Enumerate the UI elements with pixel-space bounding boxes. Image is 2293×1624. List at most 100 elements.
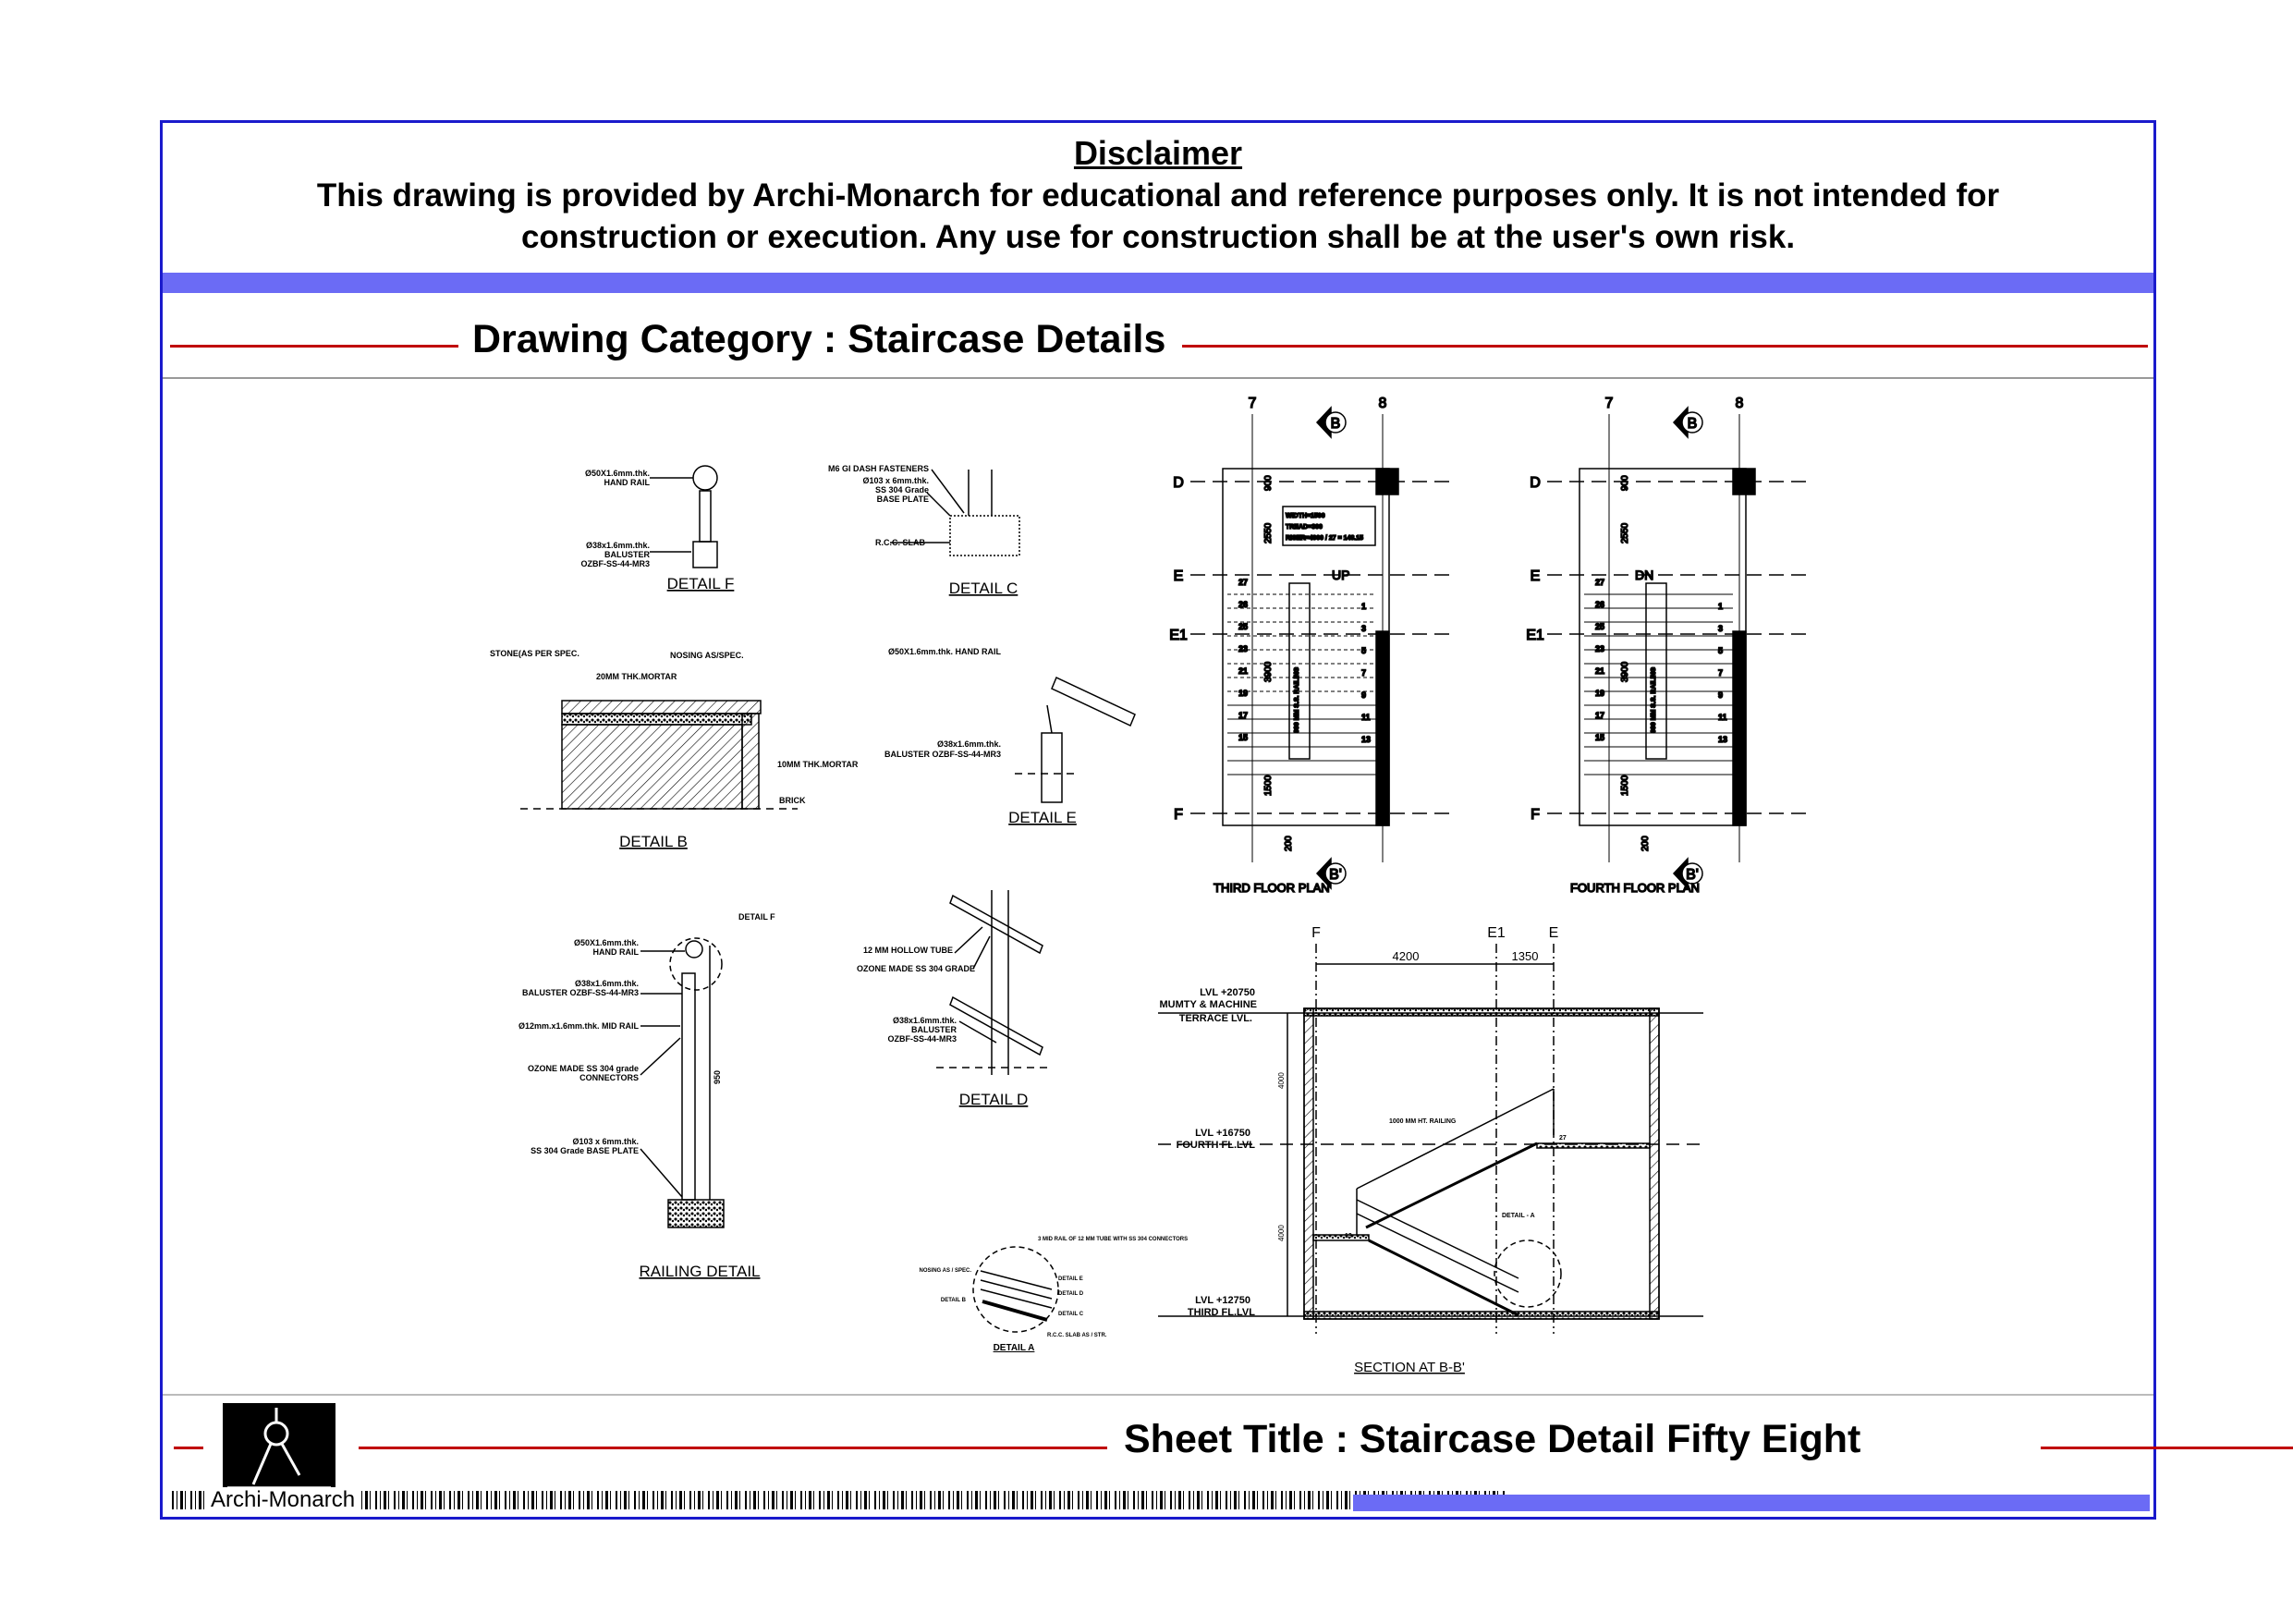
detail-c-label: M6 GI DASH FASTENERS bbox=[828, 464, 929, 473]
dimension: 2550 bbox=[1620, 522, 1630, 543]
dimension: 2550 bbox=[1263, 522, 1274, 543]
grid-col-label: 8 bbox=[1736, 396, 1744, 411]
railing-label: SS 304 Grade BASE PLATE bbox=[531, 1146, 639, 1155]
grid-row-label: D bbox=[1173, 475, 1184, 491]
step-number: 7 bbox=[1361, 668, 1366, 678]
section-dim: 1350 bbox=[1512, 949, 1539, 963]
level-value: LVL +20750 bbox=[1200, 987, 1255, 998]
detail-c-label: Ø103 x 6mm.thk. bbox=[862, 476, 929, 485]
section-marker-label: B bbox=[1331, 416, 1341, 432]
railing-label: Ø38x1.6mm.thk. bbox=[575, 979, 639, 988]
detail-c-label: SS 304 Grade bbox=[875, 485, 929, 495]
divider bbox=[163, 377, 2153, 379]
detail-d-label: BALUSTER bbox=[911, 1025, 957, 1034]
detail-b-label: NOSING AS/SPEC. bbox=[670, 651, 744, 660]
detail-c-title: DETAIL C bbox=[949, 580, 1018, 597]
dimension: 3900 bbox=[1620, 661, 1630, 682]
step-number: 23 bbox=[1238, 644, 1248, 653]
step-number: 3 bbox=[1361, 624, 1366, 633]
railing-detail-title: RAILING DETAIL bbox=[640, 1263, 761, 1280]
drawing-sheet: Disclaimer This drawing is provided by A… bbox=[160, 120, 2293, 1520]
detail-f-label: OZBF-SS-44-MR3 bbox=[580, 559, 650, 568]
section-texts: F E1 E 4200 1350 4000 4000 LVL +20750 MU… bbox=[1159, 925, 1566, 1375]
step-number: 27 bbox=[1595, 578, 1604, 587]
section-grid-label: F bbox=[1311, 925, 1321, 941]
section-grid-label: E bbox=[1549, 925, 1559, 941]
detail-a-label: DETAIL C bbox=[1058, 1312, 1084, 1317]
detail-d-label: Ø38x1.6mm.thk. bbox=[893, 1016, 957, 1025]
detail-b-label: STONE(AS PER SPEC. bbox=[490, 649, 579, 658]
detail-b-title: DETAIL B bbox=[619, 833, 688, 850]
disclaimer-block: Disclaimer This drawing is provided by A… bbox=[163, 123, 2153, 271]
detail-e-label: BALUSTER OZBF-SS-44-MR3 bbox=[884, 750, 1001, 759]
step-number: 5 bbox=[1361, 646, 1366, 655]
grid-row-label: E bbox=[1174, 568, 1184, 584]
category-row: Drawing Category : Staircase Details bbox=[163, 317, 2153, 372]
step-number: 26 bbox=[1238, 600, 1248, 609]
compass-icon bbox=[227, 1408, 331, 1488]
section-detail-ref: DETAIL - A bbox=[1502, 1213, 1535, 1219]
detail-a-label: DETAIL D bbox=[1058, 1291, 1084, 1297]
detail-f-label: Ø50X1.6mm.thk. bbox=[585, 469, 650, 478]
section-marker-label: B' bbox=[1329, 867, 1342, 883]
section-marker-icon bbox=[1324, 862, 1347, 885]
dimension: 900 bbox=[1263, 475, 1274, 491]
railing bbox=[1288, 582, 1311, 760]
detail-b-label: BRICK bbox=[779, 796, 806, 805]
railing-height-dim: 950 bbox=[713, 1070, 722, 1084]
grid-row-label: F bbox=[1531, 807, 1540, 823]
step-number: 15 bbox=[1238, 733, 1248, 742]
railing-label: Ø50X1.6mm.thk. bbox=[574, 938, 639, 947]
detail-b-drawing bbox=[520, 700, 798, 810]
category-rule-left bbox=[170, 345, 458, 348]
railing-label: 900 MM S.S. RAILING bbox=[1294, 666, 1300, 733]
step-number: 19 bbox=[1595, 689, 1604, 698]
railing-ref: DETAIL F bbox=[738, 912, 775, 922]
detail-f-drawing bbox=[650, 465, 718, 568]
section-dim: 4000 bbox=[1277, 1225, 1286, 1241]
step-number: 26 bbox=[1595, 600, 1604, 609]
header-band bbox=[163, 273, 2153, 293]
detail-a-label: R.C.C. SLAB AS / STR. bbox=[1047, 1333, 1107, 1338]
step-number: 27 bbox=[1238, 578, 1248, 587]
step-number: 9 bbox=[1718, 690, 1723, 700]
detail-c-drawing bbox=[890, 469, 1020, 556]
detail-e-drawing bbox=[1015, 676, 1136, 803]
detail-a-label: 3 MID RAIL OF 12 MM TUBE WITH SS 304 CON… bbox=[1038, 1237, 1188, 1242]
railing-label: 900 MM S.S. RAILING bbox=[1651, 666, 1657, 733]
detail-a-drawing bbox=[972, 1246, 1059, 1333]
step-number: 21 bbox=[1595, 666, 1604, 676]
footer-rule-mid bbox=[359, 1447, 1107, 1449]
detail-a-label: DETAIL B bbox=[941, 1298, 967, 1303]
section-dim: 4200 bbox=[1393, 949, 1420, 963]
disclaimer-text: This drawing is provided by Archi-Monarc… bbox=[316, 177, 2000, 255]
step-number: 13 bbox=[1361, 735, 1371, 744]
detail-d-label: OZBF-SS-44-MR3 bbox=[887, 1034, 957, 1044]
drawing-category: Drawing Category : Staircase Details bbox=[472, 317, 1166, 361]
detail-d-label: 12 MM HOLLOW TUBE bbox=[863, 946, 953, 955]
railing bbox=[1645, 582, 1667, 760]
divider bbox=[163, 1394, 2153, 1396]
section-marker-icon bbox=[1681, 411, 1703, 433]
dimension: 1500 bbox=[1620, 775, 1630, 796]
railing-label: BALUSTER OZBF-SS-44-MR3 bbox=[522, 988, 639, 997]
step-number: 11 bbox=[1718, 713, 1727, 722]
section-grid-label: E1 bbox=[1487, 925, 1506, 941]
footer-band bbox=[1353, 1495, 2150, 1511]
detail-f-label: Ø38x1.6mm.thk. bbox=[586, 541, 650, 550]
detail-c-label: BASE PLATE bbox=[877, 495, 929, 504]
level-value: LVL +16750 bbox=[1195, 1128, 1250, 1139]
sheet-title: Sheet Title : Staircase Detail Fifty Eig… bbox=[1124, 1417, 1861, 1461]
dimension: 1500 bbox=[1263, 775, 1274, 796]
step-number: 5 bbox=[1718, 646, 1723, 655]
grid-row-label: E bbox=[1531, 568, 1541, 584]
step-number: 3 bbox=[1718, 624, 1723, 633]
railing-label: HAND RAIL bbox=[593, 947, 640, 957]
direction-label: DN bbox=[1635, 568, 1653, 582]
detail-d-title: DETAIL D bbox=[959, 1091, 1029, 1108]
stair-note: WIDTH=1500 bbox=[1286, 513, 1325, 519]
railing-label: CONNECTORS bbox=[579, 1073, 639, 1082]
detail-b-label: 20MM THK.MORTAR bbox=[596, 672, 677, 681]
